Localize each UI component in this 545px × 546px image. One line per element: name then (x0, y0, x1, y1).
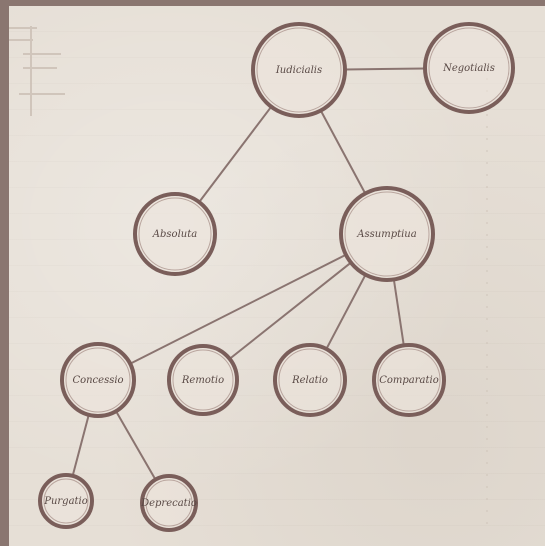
node-remotio: Remotio (167, 344, 239, 416)
edge-iudicialis-absoluta (198, 106, 273, 203)
node-deprecatio: Deprecatio (140, 474, 198, 532)
node-label-concessio: Concessio (72, 375, 123, 386)
node-label-negotialis: Negotialis (442, 63, 495, 74)
edge-iudicialis-assumptiua (319, 110, 367, 194)
node-negotialis: Negotialis (423, 22, 515, 114)
node-purgatio: Purgatio (38, 473, 94, 529)
node-circle-absoluta (133, 192, 217, 276)
node-inner-ring-purgatio (43, 478, 89, 524)
node-concessio: Concessio (60, 342, 136, 418)
node-circle-relatio (273, 343, 347, 417)
node-inner-ring-assumptiua (344, 191, 430, 277)
edge-assumptiua-relatio (325, 274, 367, 350)
edge-concessio-purgatio (71, 414, 90, 477)
node-inner-ring-absoluta (138, 197, 212, 271)
node-relatio: Relatio (273, 343, 347, 417)
node-label-remotio: Remotio (181, 375, 224, 386)
node-label-relatio: Relatio (291, 375, 328, 386)
node-inner-ring-deprecatio (145, 479, 193, 527)
node-inner-ring-concessio (65, 347, 131, 413)
node-inner-ring-relatio (278, 348, 342, 412)
node-comparatio: Comparatio (372, 343, 446, 417)
node-absoluta: Absoluta (133, 192, 217, 276)
edges-layer (71, 67, 426, 481)
node-inner-ring-comparatio (377, 348, 441, 412)
node-circle-remotio (167, 344, 239, 416)
node-label-assumptiua: Assumptiua (356, 229, 416, 240)
node-label-absoluta: Absoluta (152, 229, 197, 240)
edge-assumptiua-remotio (229, 261, 352, 360)
edge-assumptiua-concessio (129, 253, 347, 365)
node-iudicialis: Iudicialis (251, 22, 347, 118)
margin-ruling (9, 26, 488, 526)
edge-iudicialis-negotialis (344, 67, 426, 71)
node-circle-purgatio (38, 473, 94, 529)
node-inner-ring-negotialis (428, 27, 510, 109)
node-circle-assumptiua (339, 186, 435, 282)
node-label-comparatio: Comparatio (379, 375, 439, 386)
node-inner-ring-remotio (172, 349, 234, 411)
node-circle-deprecatio (140, 474, 198, 532)
node-label-iudicialis: Iudicialis (275, 65, 322, 76)
node-circle-negotialis (423, 22, 515, 114)
node-circle-comparatio (372, 343, 446, 417)
node-inner-ring-iudicialis (256, 27, 342, 113)
edge-concessio-deprecatio (115, 410, 157, 481)
node-label-deprecatio: Deprecatio (140, 498, 197, 509)
edge-assumptiua-comparatio (392, 279, 405, 346)
node-assumptiua: Assumptiua (339, 186, 435, 282)
node-circle-concessio (60, 342, 136, 418)
node-circle-iudicialis (251, 22, 347, 118)
node-label-purgatio: Purgatio (43, 496, 88, 507)
